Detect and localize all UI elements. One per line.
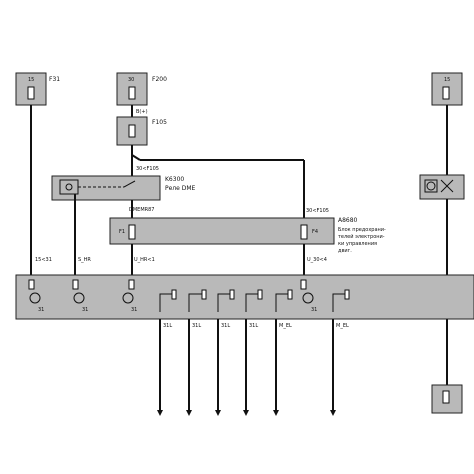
- ecm-input-4: 31: [300, 279, 317, 313]
- fuse-f105-symbol: [128, 124, 136, 138]
- right-edge-blocks: 15: [419, 72, 465, 414]
- right-component-block: [419, 174, 465, 200]
- fuse-f31: 15 F31: [15, 72, 60, 106]
- ecm-ground-bracket-2: [188, 293, 202, 312]
- ground-wire-label-4: 31L: [249, 323, 258, 329]
- engine-control-module: 31 31 31 31: [15, 274, 474, 320]
- ecm-input-3-resistor: [128, 279, 135, 290]
- ground-arrow-5: [273, 410, 279, 416]
- ecm-input-1-transistor: [29, 292, 41, 304]
- signal-15-31: 15<31: [35, 257, 52, 263]
- fuse-f31-number: 15: [28, 77, 34, 83]
- fuse-f31-symbol: [27, 86, 35, 100]
- ecm-ground-bracket-4: [245, 293, 258, 312]
- ground-arrow-6: [330, 410, 336, 416]
- ecm-ground-1: 31: [38, 307, 44, 313]
- ecm-input-2-resistor: [72, 279, 79, 290]
- ground-arrow-4: [243, 410, 249, 416]
- right-component-symbol-a: [424, 179, 438, 193]
- ecm-input-3-transistor: [122, 292, 134, 304]
- relay-name: Реле DME: [165, 185, 196, 192]
- ecm-ground-bracket-1: [159, 293, 172, 312]
- ecm-ground-res-6: [344, 289, 350, 300]
- a8680-f1-label: F1: [119, 229, 125, 235]
- wire-30-f105-label: 30<F105: [136, 166, 159, 172]
- ecm-ground-4: 31: [311, 307, 317, 313]
- signal-s-hr: S_HR: [78, 257, 91, 263]
- ecm-ground-bracket-5: [275, 293, 288, 312]
- a8680-desc-2: телей электрони-: [338, 233, 385, 240]
- relay-coil-dot: [65, 183, 73, 191]
- ecm-ground-2: 31: [82, 307, 88, 313]
- relay-k6300: K6300 Реле DME: [51, 175, 196, 201]
- a8680-desc-4: двиг.: [338, 248, 352, 254]
- ground-wire-label-5: M_EL: [279, 323, 292, 329]
- ecm-ground-res-1: [171, 289, 177, 300]
- ground-wire-label-1: 31L: [163, 323, 172, 329]
- wire-f105-diag: [131, 154, 141, 161]
- a8680-feed-label: 30<F105: [306, 208, 329, 214]
- fuse-f200-symbol: [128, 86, 136, 100]
- a8680-block: [109, 217, 335, 245]
- ecm-input-2-transistor: [73, 292, 85, 304]
- ground-wire-label-2: 31L: [192, 323, 201, 329]
- right-bottom-symbol: [442, 390, 450, 404]
- a8680-fuse-f1: [128, 224, 136, 240]
- ecm-input-1: 31: [28, 279, 44, 313]
- fuse-f200-number: 30: [128, 77, 134, 83]
- right-component-cross-b: [440, 179, 454, 193]
- ground-wire-label-3: 31L: [221, 323, 230, 329]
- fuse-f200-name: F200: [152, 76, 167, 83]
- signal-u-hr: U_HR<1: [134, 257, 155, 263]
- relay-contact: [123, 180, 136, 188]
- fuse-f105: F105: [116, 116, 167, 146]
- ecm-ground-res-2: [201, 289, 207, 300]
- ecm-block: [15, 274, 474, 320]
- relay-output-label: DMEMR87: [129, 207, 154, 213]
- a8680-code: A8680: [338, 217, 358, 224]
- b-plus-label: B(+): [136, 109, 148, 115]
- a8680-desc-1: Блок предохрани-: [338, 227, 386, 233]
- ground-wire-label-6: M_EL: [336, 323, 349, 329]
- right-fuse-symbol: [442, 86, 450, 100]
- ecm-input-3: 31: [122, 279, 137, 313]
- ecm-ground-3: 31: [131, 307, 137, 313]
- ecm-input-4-resistor: [300, 279, 307, 290]
- ground-arrow-2: [186, 410, 192, 416]
- ground-arrow-3: [215, 410, 221, 416]
- a8680-f4-label: F4: [312, 229, 318, 235]
- a8680-fuse-f4: [300, 224, 308, 240]
- control-unit-a8680: F1 F4 30<F105 A8680 Блок предохрани- тел…: [109, 208, 386, 254]
- ground-arrow-1: [157, 410, 163, 416]
- relay-code: K6300: [165, 176, 184, 183]
- bottom-ground-wires: 31L 31L 31L 31L M_EL M_EL: [157, 319, 349, 416]
- right-component-coil: [426, 181, 436, 191]
- signal-u-30: U_30<4: [307, 257, 327, 263]
- fuse-f200: 30 F200: [116, 72, 167, 106]
- fuse-f31-name: F31: [49, 76, 60, 83]
- fuse-f105-name: F105: [152, 119, 167, 126]
- ecm-input-4-transistor: [302, 292, 314, 304]
- right-fuse-number: 15: [444, 77, 450, 83]
- ecm-ground-bracket-3: [217, 293, 230, 312]
- ecm-ground-res-3: [229, 289, 235, 300]
- ecm-input-1-resistor: [28, 279, 35, 290]
- ecm-input-2: 31: [72, 279, 88, 313]
- ecm-ground-res-4: [257, 289, 263, 300]
- a8680-desc-3: ки управления: [338, 241, 377, 247]
- ecm-ground-bracket-6: [332, 293, 345, 312]
- ecm-ground-res-5: [287, 289, 293, 300]
